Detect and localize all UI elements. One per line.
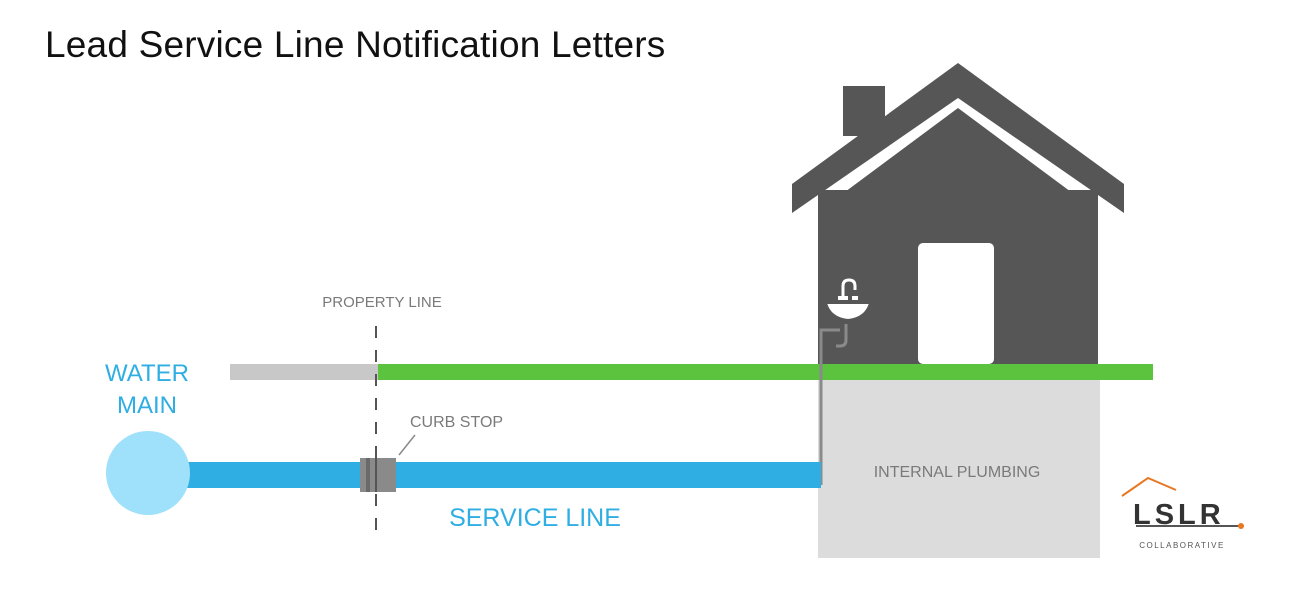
curb-stop-valve [360,458,396,492]
lslr-logo: LSLR COLLABORATIVE [1121,476,1244,550]
basement-area [818,380,1100,558]
public-ground-line [230,364,378,380]
logo-subtitle: COLLABORATIVE [1139,541,1225,550]
private-ground-line [378,364,1153,380]
house-icon [792,63,1124,364]
water-main-label-1: WATER [105,360,189,387]
page-title: Lead Service Line Notification Letters [45,24,666,65]
curb-stop-arrow [398,434,416,456]
property-line-label: PROPERTY LINE [322,294,442,311]
service-line-label: SERVICE LINE [449,504,621,532]
house-door [918,243,994,364]
internal-pipe [819,324,848,485]
internal-plumbing-label: INTERNAL PLUMBING [874,464,1041,481]
water-main-circle [106,431,190,515]
service-line-pipe [148,462,821,488]
water-main-label-2: MAIN [117,392,177,419]
sink-icon [824,278,872,322]
curb-stop-label: CURB STOP [410,414,503,431]
